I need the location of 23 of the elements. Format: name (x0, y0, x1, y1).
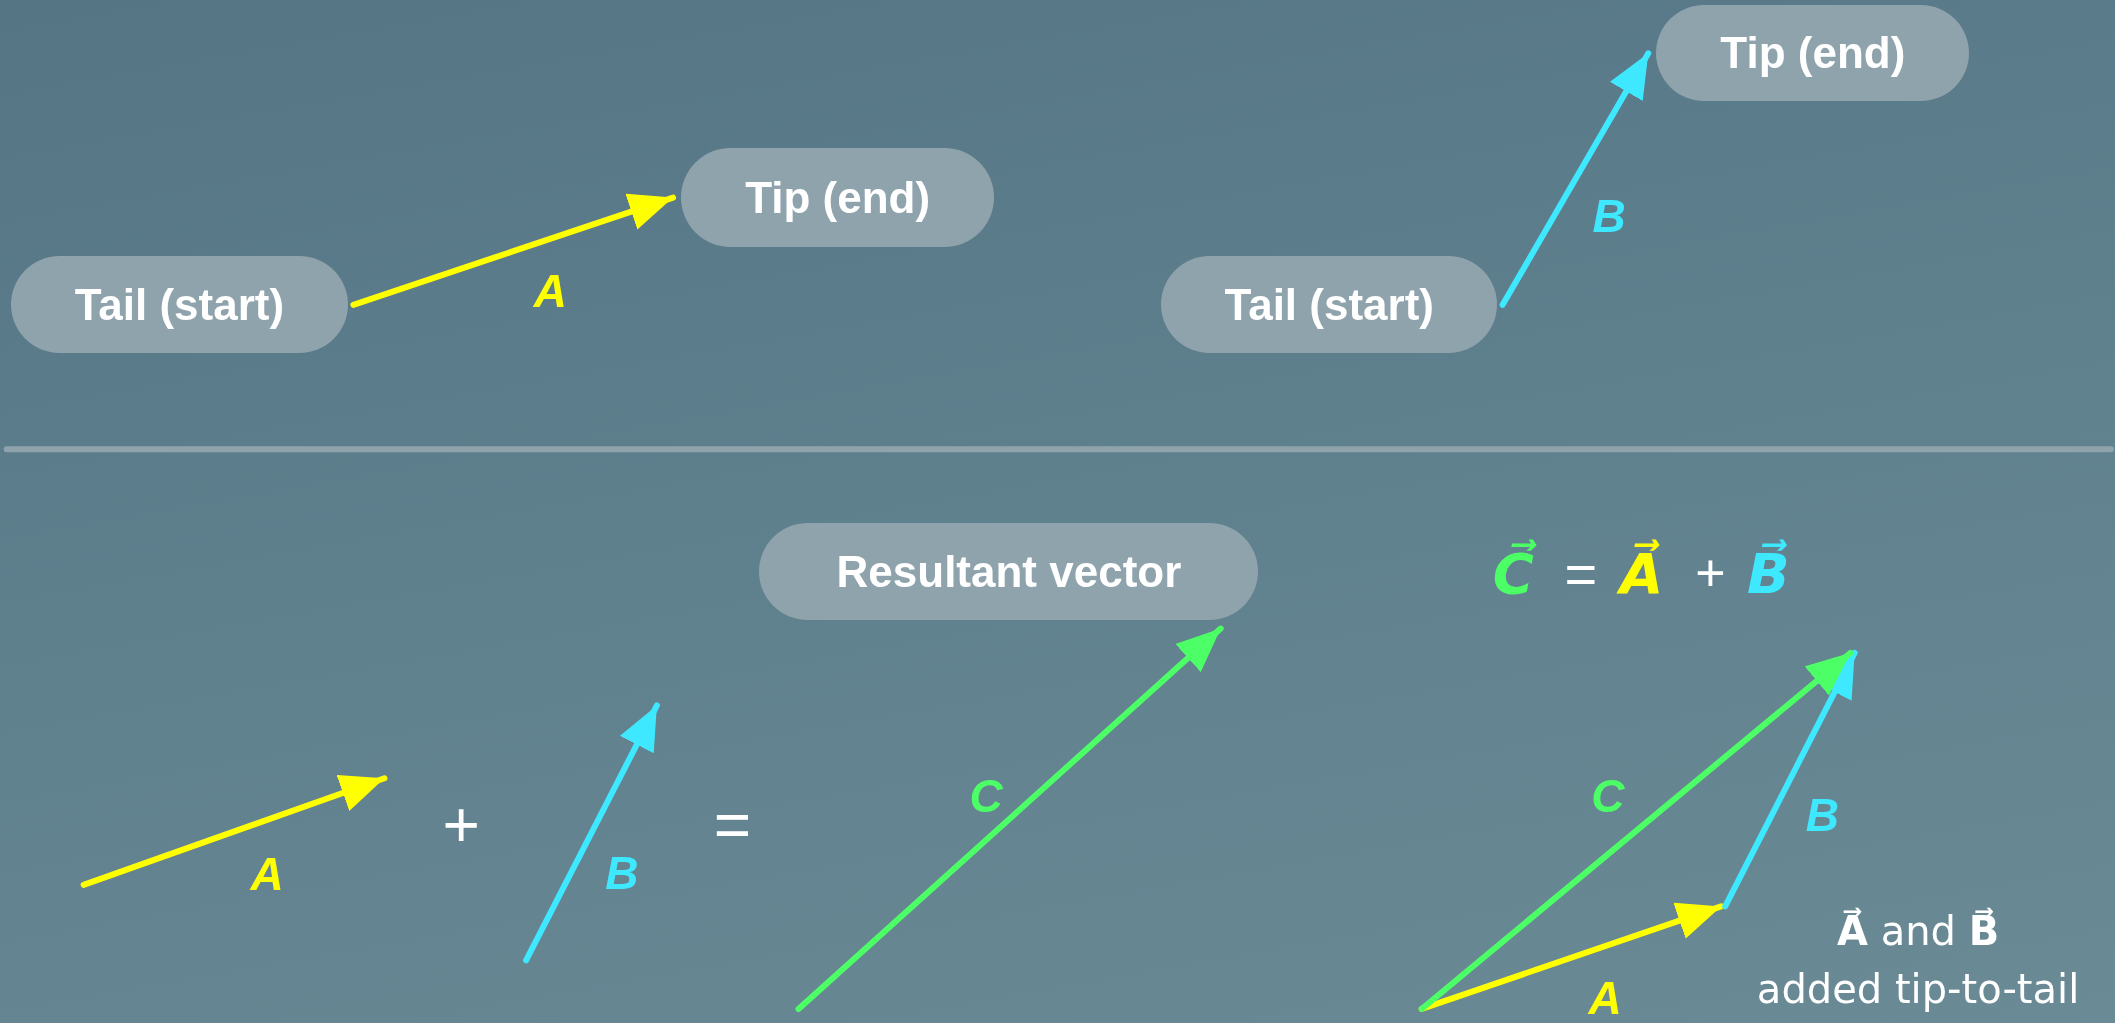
plus-sign: + (1695, 543, 1726, 604)
label-pill: Tip (end) (1656, 5, 1970, 102)
label-pill: Tail (start) (10, 256, 348, 354)
vector-label: B (1805, 787, 1839, 842)
vector-arrow (795, 625, 1224, 1012)
vector-label: A (250, 847, 284, 902)
equals-sign: = (1564, 540, 1598, 606)
equals-sign: = (713, 788, 752, 863)
label-pill: Resultant vector (759, 523, 1259, 621)
edge-label: C (969, 768, 1003, 823)
vector-arrow (1499, 50, 1652, 308)
note-text: added tip-to-tail (1756, 965, 2080, 1012)
note-text: A⃗ and B⃗ (1837, 907, 2000, 954)
vector-label: A (1588, 971, 1622, 1023)
vector-arrow (350, 193, 677, 308)
label-pill: Tip (end) (681, 148, 995, 247)
vector-symbol: B⃗ (1747, 540, 1790, 606)
label-pill: Tail (start) (1161, 256, 1498, 354)
vector-label: C (1591, 768, 1625, 823)
edge-label: B (1592, 188, 1626, 243)
vector-label: B (605, 845, 639, 900)
plus-sign: + (442, 788, 480, 863)
edge-label: A (533, 264, 567, 319)
